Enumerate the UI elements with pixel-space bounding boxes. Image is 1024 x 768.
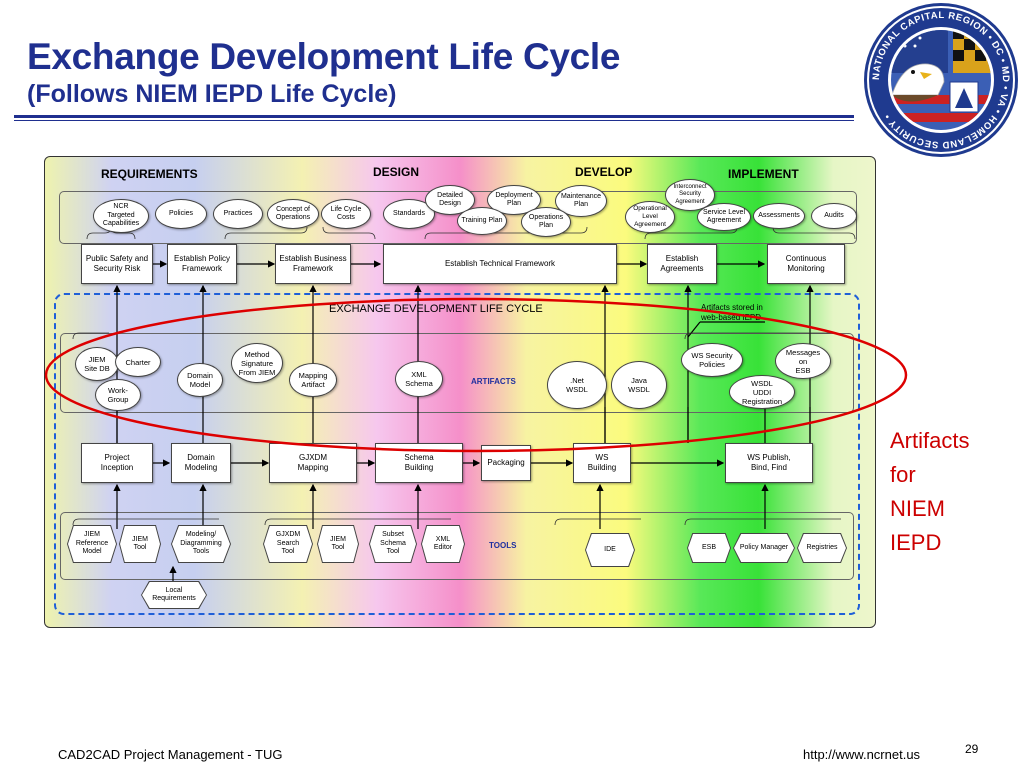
box-ws-publish-bind-find: WS Publish, Bind, Find (725, 443, 813, 483)
title-rule (14, 115, 854, 118)
tool-policy-manager: Policy Manager (733, 533, 795, 563)
oval-interconnect-security-agreement: Interconnect Security Agreement (665, 179, 715, 211)
life-cycle-diagram: REQUIREMENTS DESIGN DEVELOP IMPLEMENT (44, 156, 876, 628)
phase-develop: DEVELOP (575, 165, 633, 179)
oval-policies: Policies (155, 199, 207, 229)
tool-jiem-reference-model-label: JIEM Reference Model (68, 526, 116, 562)
tool-jiem-reference-model: JIEM Reference Model (67, 525, 117, 563)
phase-requirements: REQUIREMENTS (101, 167, 198, 181)
artifacts-band (60, 333, 854, 413)
page-number: 29 (965, 742, 979, 756)
tool-xml-editor: XML Editor (421, 525, 465, 563)
oval-service-level-agreement: Service Level Agreement (697, 203, 751, 231)
tool-gjxdm-search-label: GJXDM Search Tool (264, 526, 312, 562)
footer-url: http://www.ncrnet.us (803, 747, 921, 762)
tool-xml-editor-label: XML Editor (422, 526, 464, 562)
oval-work-group: Work- Group (95, 379, 141, 411)
tool-esb-label: ESB (688, 534, 730, 562)
box-continuous-monitoring: Continuous Monitoring (767, 244, 845, 284)
oval-operations-plan: Operations Plan (521, 207, 571, 237)
oval-java-wsdl: Java WSDL (611, 361, 667, 409)
oval-maintenance-plan: Maintenance Plan (555, 185, 607, 217)
tool-policy-manager-label: Policy Manager (734, 534, 794, 562)
tool-registries: Registries (797, 533, 847, 563)
oval-charter: Charter (115, 347, 161, 377)
oval-operational-level-agreement: Operational Level Agreement (625, 201, 675, 233)
oval-ws-security-policies: WS Security Policies (681, 343, 743, 377)
tool-ide: IDE (585, 533, 635, 567)
tool-jiem-tool-2: JIEM Tool (317, 525, 359, 563)
oval-audits: Audits (811, 203, 857, 229)
page-subtitle: (Follows NIEM IEPD Life Cycle) (27, 80, 397, 108)
tool-modeling-diagramming-label: Modeling/ Diagramming Tools (172, 526, 230, 562)
artifacts-label: ARTIFACTS (471, 377, 516, 386)
oval-messages-on-esb: Messages on ESB (775, 343, 831, 379)
tool-modeling-diagramming: Modeling/ Diagramming Tools (171, 525, 231, 563)
oval-practices: Practices (213, 199, 263, 229)
box-establish-policy-framework: Establish Policy Framework (167, 244, 237, 284)
oval-xml-schema: XML Schema (395, 361, 443, 397)
ncr-seal-logo: NATIONAL CAPITAL REGION • DC • MD • VA •… (864, 3, 1018, 157)
box-establish-technical-framework: Establish Technical Framework (383, 244, 617, 284)
tool-subset-schema-label: Subset Schema Tool (370, 526, 416, 562)
oval-domain-model: Domain Model (177, 363, 223, 397)
oval-wsdl-uddi-registration: WSDL UDDI Registration (729, 375, 795, 409)
oval-training-plan: Training Plan (457, 207, 507, 235)
tool-gjxdm-search: GJXDM Search Tool (263, 525, 313, 563)
tools-label: TOOLS (489, 541, 517, 550)
oval-ncr-targeted-capabilities: NCR Targeted Capabilities (93, 199, 149, 233)
life-cycle-boundary (54, 293, 860, 615)
box-gjxdm-mapping: GJXDM Mapping (269, 443, 357, 483)
tool-jiem-tool: JIEM Tool (119, 525, 161, 563)
tool-jiem-tool-2-label: JIEM Tool (318, 526, 358, 562)
box-domain-modeling: Domain Modeling (171, 443, 231, 483)
tool-jiem-tool-label: JIEM Tool (120, 526, 160, 562)
oval-deployment-plan: Deployment Plan (487, 185, 541, 215)
box-establish-business-framework: Establish Business Framework (275, 244, 351, 284)
tool-local-requirements-label: Local Requirements (142, 582, 206, 608)
tool-esb: ESB (687, 533, 731, 563)
oval-net-wsdl: .Net WSDL (547, 361, 607, 409)
box-establish-agreements: Establish Agreements (647, 244, 717, 284)
title-rule-thin (14, 120, 854, 121)
oval-assessments: Assessments (753, 203, 805, 229)
phase-design: DESIGN (373, 165, 420, 179)
tool-registries-label: Registries (798, 534, 846, 562)
phase-implement: IMPLEMENT (728, 167, 799, 181)
footer-left: CAD2CAD Project Management - TUG (58, 747, 283, 762)
oval-mapping-artifact: Mapping Artifact (289, 363, 337, 397)
oval-method-signature: Method Signature From JIEM (231, 343, 283, 383)
box-project-inception: Project Inception (81, 443, 153, 483)
oval-life-cycle-costs: Life Cycle Costs (321, 199, 371, 229)
artifacts-callout: Artifacts for NIEM IEPD (890, 428, 970, 555)
tool-local-requirements: Local Requirements (141, 581, 207, 609)
tool-ide-label: IDE (586, 534, 634, 566)
box-public-safety-security-risk: Public Safety and Security Risk (81, 244, 153, 284)
page-title: Exchange Development Life Cycle (27, 36, 621, 77)
tool-subset-schema: Subset Schema Tool (369, 525, 417, 563)
oval-concept-of-operations: Concept of Operations (267, 199, 319, 229)
oval-jiem-site-db: JIEM Site DB (75, 347, 119, 381)
tools-band (60, 512, 854, 580)
lifecycle-label: EXCHANGE DEVELOPMENT LIFE CYCLE (329, 303, 543, 315)
